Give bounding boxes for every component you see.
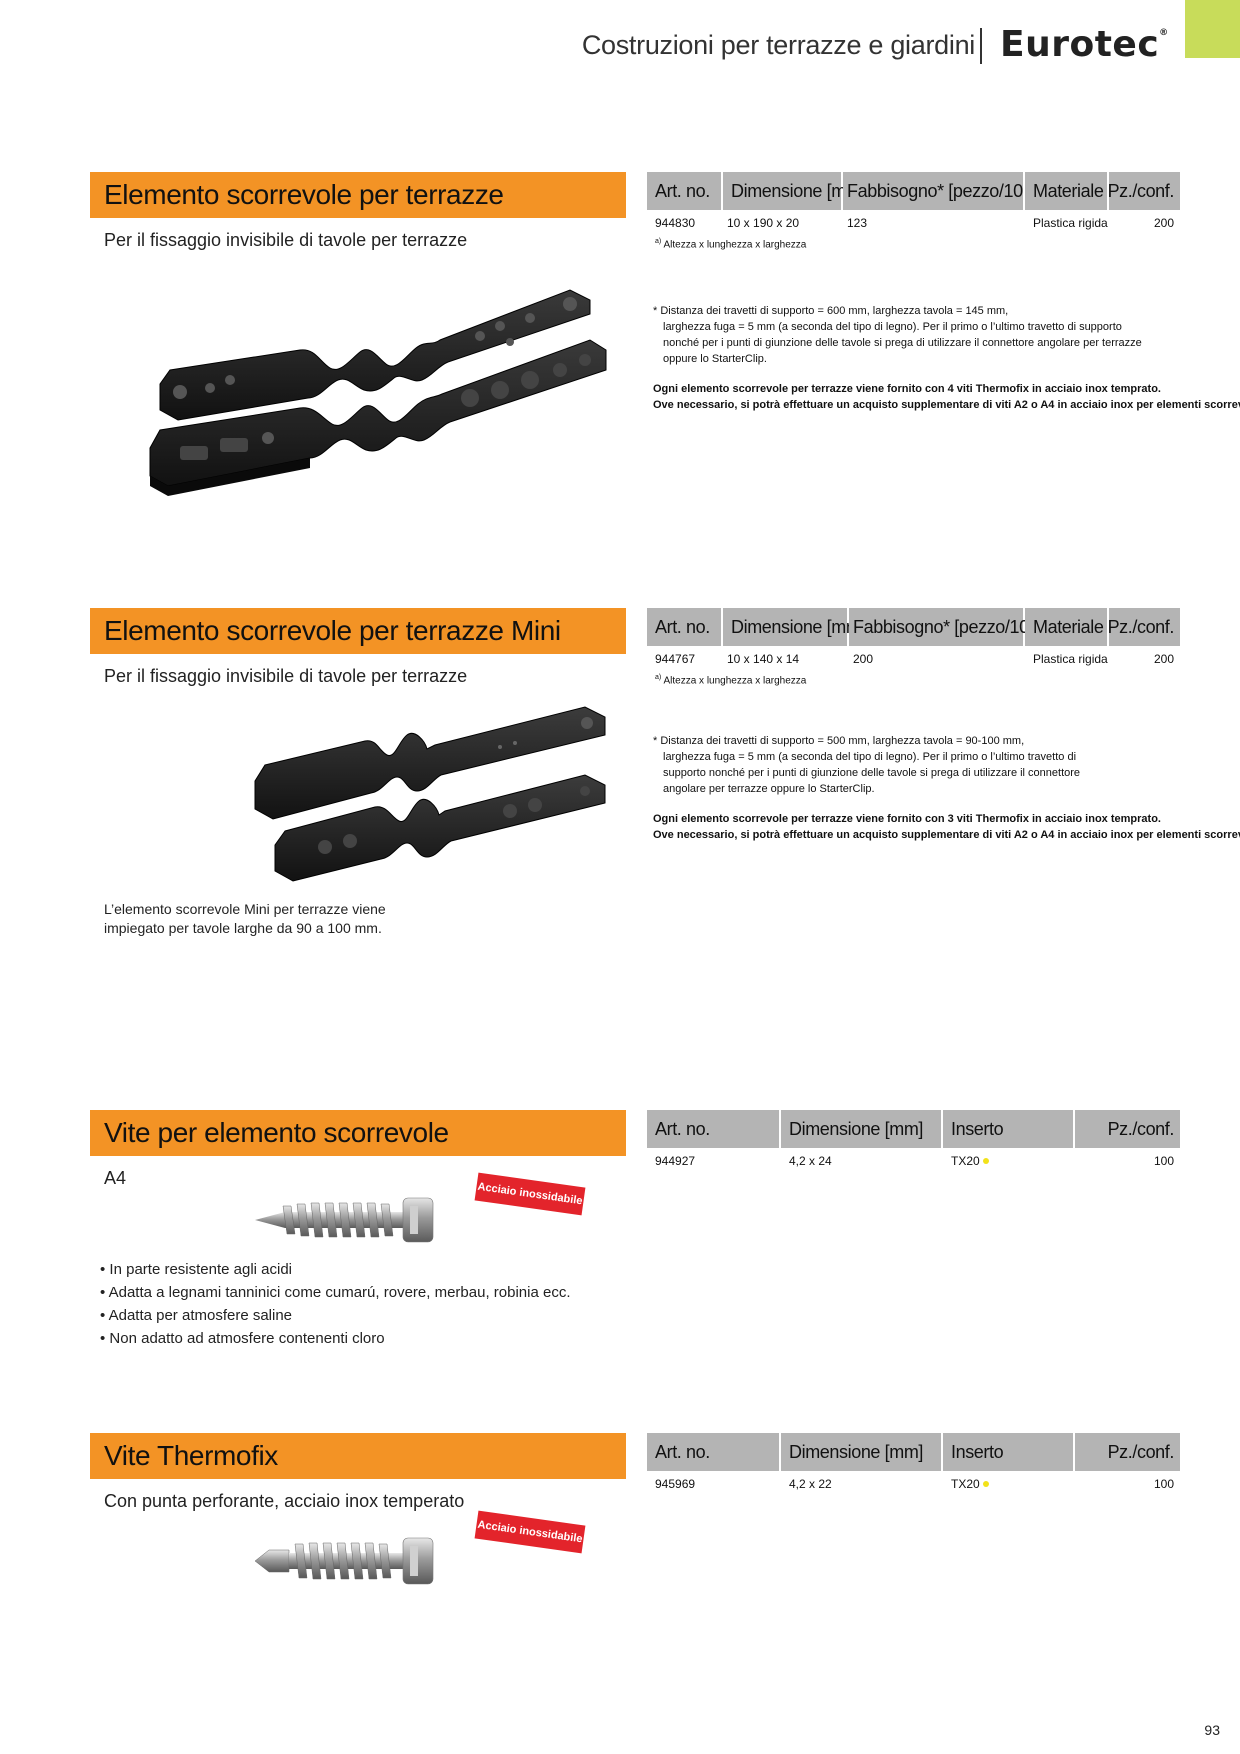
caption-line: L’elemento scorrevole Mini per terrazze …	[104, 901, 386, 917]
table-row: 944830 10 x 190 x 20 123 Plastica rigida…	[647, 210, 1180, 236]
list-item: • Adatta a legnami tanninici come cumarú…	[100, 1284, 571, 1301]
list-item: • In parte resistente agli acidi	[100, 1261, 293, 1278]
note-line: supporto nonché per i punti di giunzione…	[663, 767, 1081, 779]
list-item: • Adatta per atmosfere saline	[100, 1307, 293, 1324]
col-pack: Pz./conf.	[1075, 1110, 1180, 1148]
requirement-note: * Distanza dei travetti di supporto = 60…	[653, 303, 1240, 413]
stainless-steel-badge: Acciaio inossidabile	[474, 1510, 586, 1554]
note-line: * Distanza dei travetti di supporto = 50…	[653, 735, 1025, 747]
caption-line: impiegato per tavole larghe da 90 a 100 …	[104, 920, 382, 936]
header-title: Costruzioni per terrazze e giardini	[581, 30, 975, 60]
col-dimension: Dimensione [mm]	[781, 1433, 941, 1471]
cell-art-no: 944830	[655, 216, 696, 230]
table-header: Art. no. Dimensione [mm] Inserto Pz./con…	[647, 1110, 1180, 1148]
section-title: Vite Thermofix	[104, 1440, 278, 1471]
col-material: Materiale	[1025, 608, 1107, 646]
cell-requirement: 123	[847, 216, 868, 230]
col-insert: Inserto	[943, 1433, 1073, 1471]
table-header: Art. no. Dimensione [mm]a) Fabbisogno* […	[647, 608, 1180, 646]
note-line: * Distanza dei travetti di supporto = 60…	[653, 305, 1009, 317]
product-table: Art. no. Dimensione [mm]a) Fabbisogno* […	[647, 608, 1180, 686]
sliding-element-mini-image	[254, 706, 606, 882]
stainless-steel-badge: Acciaio inossidabile	[474, 1172, 586, 1216]
col-pack: Pz./conf.	[1108, 172, 1180, 210]
cell-art-no: 944767	[655, 652, 696, 666]
insert-color-dot	[982, 1158, 989, 1164]
section-subtitle: A4	[104, 1168, 127, 1188]
col-requirement: Fabbisogno* [pezzo/10 m2]	[849, 608, 1058, 646]
col-pack: Pz./conf.	[1075, 1433, 1180, 1471]
table-header: Art. no. Dimensione [mm] Inserto Pz./con…	[647, 1433, 1180, 1471]
logo-registered-mark: ®	[1159, 28, 1169, 38]
note-line: angolare per terrazze oppure lo StarterC…	[663, 783, 875, 795]
insert-color-dot	[982, 1481, 989, 1487]
table-row: 944927 4,2 x 24 TX20 100	[647, 1148, 1180, 1174]
section-title: Elemento scorrevole per terrazze	[104, 179, 504, 210]
cell-pack: 200	[1153, 216, 1174, 230]
cell-art-no: 944927	[655, 1154, 696, 1168]
cell-dimension: 4,2 x 22	[789, 1477, 832, 1491]
col-material: Materiale	[1025, 172, 1107, 210]
section-title-bar: Vite per elemento scorrevole	[90, 1110, 626, 1156]
col-dimension: Dimensione [mm]	[781, 1110, 941, 1148]
cell-requirement: 200	[853, 652, 874, 666]
note-line: larghezza fuga = 5 mm (a seconda del tip…	[663, 751, 1077, 763]
note-bold-line: Ogni elemento scorrevole per terrazze vi…	[653, 813, 1161, 825]
col-insert: Inserto	[943, 1110, 1073, 1148]
section-title-bar: Vite Thermofix	[90, 1433, 626, 1479]
chapter-tab	[1185, 0, 1240, 58]
col-art-no: Art. no.	[647, 172, 721, 210]
section-title: Elemento scorrevole per terrazze Mini	[104, 615, 561, 646]
section-title: Vite per elemento scorrevole	[104, 1117, 449, 1148]
cell-pack: 200	[1153, 652, 1174, 666]
sliding-element-image	[149, 289, 607, 496]
thermofix-screw-image	[254, 1537, 434, 1585]
section-title-bar: Elemento scorrevole per terrazze Mini	[90, 608, 626, 654]
cell-insert: TX20	[951, 1477, 989, 1491]
requirement-note: * Distanza dei travetti di supporto = 50…	[653, 733, 1240, 843]
note-bold-line: Ove necessario, si potrà effettuare un a…	[653, 829, 1240, 841]
note-line: larghezza fuga = 5 mm (a seconda del tip…	[663, 321, 1122, 333]
note-line: oppure lo StarterClip.	[663, 353, 767, 365]
col-art-no: Art. no.	[647, 1110, 779, 1148]
note-line: nonché per i punti di giunzione delle ta…	[663, 337, 1142, 349]
table-footnote: a) Altezza x lunghezza x larghezza	[655, 674, 807, 687]
col-dimension: Dimensione [mm]a)	[723, 608, 873, 646]
cell-material: Plastica rigida	[1033, 652, 1108, 666]
product-table: Art. no. Dimensione [mm] Inserto Pz./con…	[647, 1110, 1180, 1174]
page-number: 93	[1204, 1722, 1220, 1738]
list-item: • Non adatto ad atmosfere contenenti clo…	[100, 1330, 385, 1347]
logo-text: Eurotec	[1000, 24, 1160, 65]
eurotec-logo: Eurotec®	[1000, 24, 1169, 65]
note-bold-line: Ogni elemento scorrevole per terrazze vi…	[653, 383, 1161, 395]
section-title-bar: Elemento scorrevole per terrazze	[90, 172, 626, 218]
col-art-no: Art. no.	[647, 1433, 779, 1471]
cell-dimension: 10 x 140 x 14	[727, 652, 800, 666]
section-subtitle: Per il fissaggio invisibile di tavole pe…	[104, 666, 468, 686]
cell-dimension: 4,2 x 24	[789, 1154, 832, 1168]
product-caption: L’elemento scorrevole Mini per terrazze …	[104, 900, 386, 938]
table-header: Art. no. Dimensione [mm]a) Fabbisogno* […	[647, 172, 1180, 210]
product-table: Art. no. Dimensione [mm]a) Fabbisogno* […	[647, 172, 1180, 250]
header-divider	[980, 28, 982, 64]
feature-list: • In parte resistente agli acidi • Adatt…	[100, 1258, 571, 1350]
cell-pack: 100	[1153, 1154, 1174, 1168]
cell-dimension: 10 x 190 x 20	[727, 216, 800, 230]
cell-insert: TX20	[951, 1154, 989, 1168]
col-dimension: Dimensione [mm]a)	[723, 172, 873, 210]
section-subtitle: Con punta perforante, acciaio inox tempe…	[104, 1491, 465, 1511]
note-bold-line: Ove necessario, si potrà effettuare un a…	[653, 399, 1240, 411]
cell-pack: 100	[1153, 1477, 1174, 1491]
table-row: 944767 10 x 140 x 14 200 Plastica rigida…	[647, 646, 1180, 672]
table-row: 945969 4,2 x 22 TX20 100	[647, 1471, 1180, 1497]
table-footnote: a) Altezza x lunghezza x larghezza	[655, 238, 807, 251]
col-art-no: Art. no.	[647, 608, 721, 646]
col-requirement: Fabbisogno* [pezzo/10 m2]	[843, 172, 1052, 210]
cell-material: Plastica rigida	[1033, 216, 1108, 230]
section-subtitle: Per il fissaggio invisibile di tavole pe…	[104, 230, 468, 250]
screw-image	[255, 1197, 434, 1243]
product-table: Art. no. Dimensione [mm] Inserto Pz./con…	[647, 1433, 1180, 1497]
col-pack: Pz./conf.	[1108, 608, 1180, 646]
cell-art-no: 945969	[655, 1477, 696, 1491]
